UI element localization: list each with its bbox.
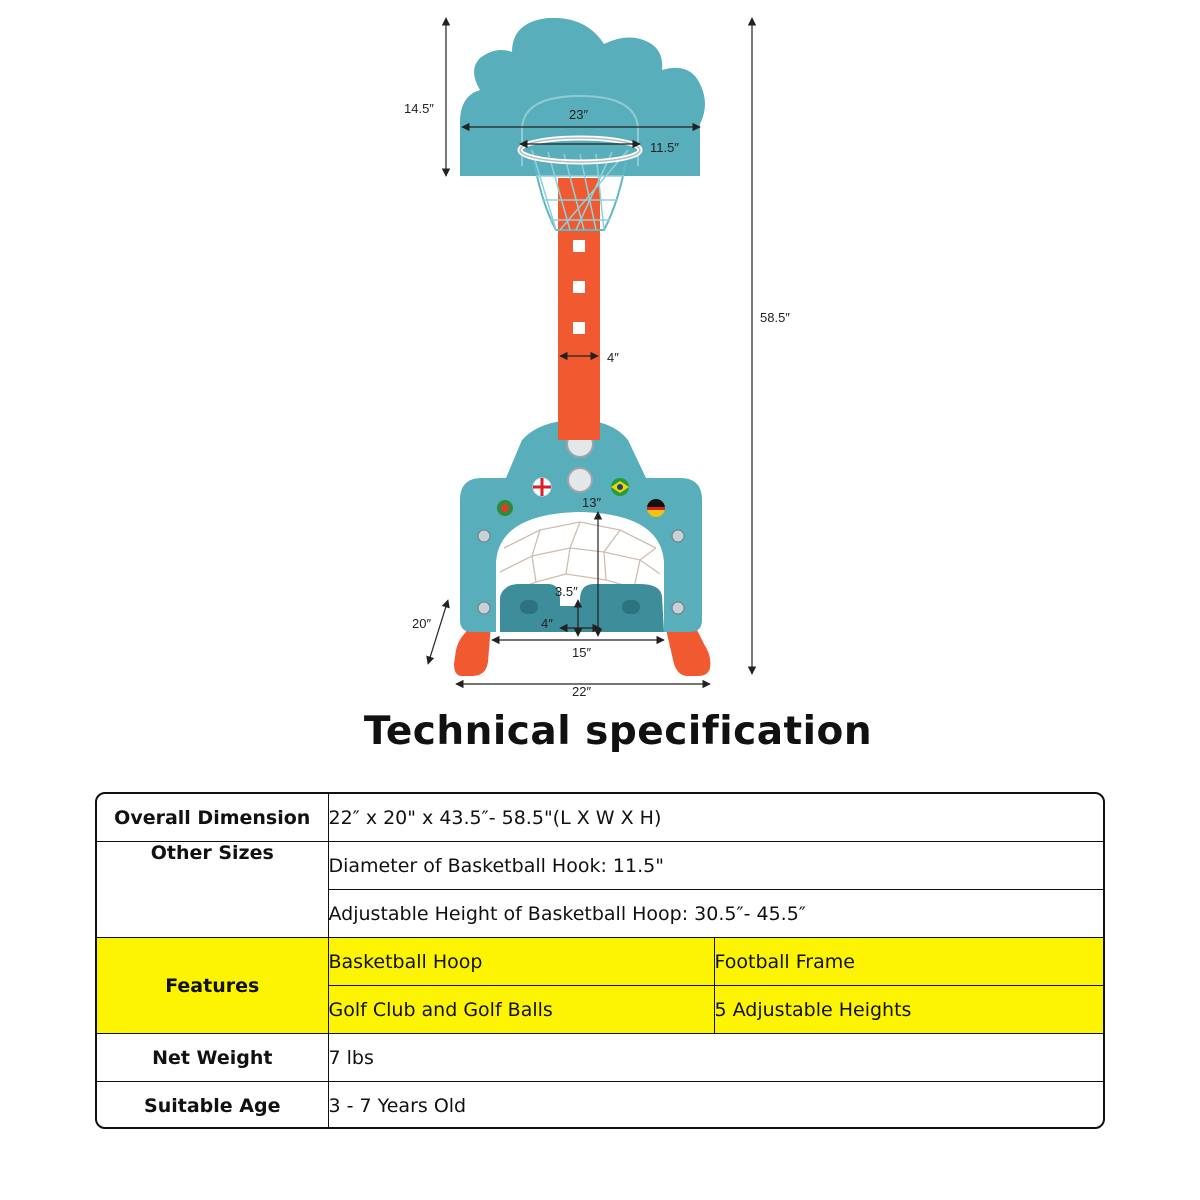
dim-depth: 20″ — [412, 616, 431, 631]
dim-goal-height: 13″ — [582, 495, 601, 510]
dim-total-height: 58.5″ — [760, 310, 790, 325]
net-weight-label: Net Weight — [97, 1033, 329, 1082]
feature-item: Golf Club and Golf Balls — [328, 985, 715, 1034]
overall-dimension-label: Overall Dimension — [97, 794, 329, 842]
feature-item: 5 Adjustable Heights — [713, 985, 1103, 1034]
feature-item: Basketball Hoop — [327, 937, 715, 986]
other-sizes-label: Other Sizes — [97, 841, 329, 938]
backboard — [460, 17, 705, 176]
football-goal — [460, 420, 702, 632]
table-row: Overall Dimension 22″ x 20" x 43.5″- 58.… — [97, 794, 1103, 842]
other-size-value: Adjustable Height of Basketball Hoop: 30… — [328, 889, 1103, 938]
dimension-lines — [426, 17, 757, 689]
table-row: Net Weight 7 lbs — [97, 1033, 1103, 1082]
suitable-age-label: Suitable Age — [97, 1081, 329, 1127]
feature-item: Football Frame — [713, 937, 1103, 986]
hoop — [517, 135, 643, 231]
table-row: Adjustable Height of Basketball Hoop: 30… — [97, 889, 1103, 938]
dim-goal-width: 15″ — [572, 645, 591, 660]
spec-table: Overall Dimension 22″ x 20" x 43.5″- 58.… — [95, 792, 1105, 1129]
suitable-age-value: 3 - 7 Years Old — [327, 1081, 1103, 1127]
dim-inner-height: 3.5″ — [555, 584, 578, 599]
dim-hoop-diameter: 11.5″ — [650, 140, 679, 155]
dim-inner-width: 4″ — [541, 616, 553, 631]
dim-pole-width: 4″ — [607, 350, 619, 365]
table-row: Golf Club and Golf Balls 5 Adjustable He… — [97, 985, 1103, 1034]
net-weight-value: 7 lbs — [327, 1033, 1103, 1082]
features-label: Features — [97, 937, 329, 1034]
page-title: Technical specification — [363, 709, 873, 754]
dim-backboard-width: 23″ — [569, 107, 588, 122]
table-row: Suitable Age 3 - 7 Years Old — [97, 1081, 1103, 1127]
dim-base-width: 22″ — [572, 684, 591, 699]
dim-backboard-height: 14.5″ — [404, 101, 434, 116]
overall-dimension-value: 22″ x 20" x 43.5″- 58.5"(L X W X H) — [327, 794, 1103, 842]
table-row: Other Sizes Diameter of Basketball Hook:… — [97, 841, 1103, 938]
pole — [558, 178, 600, 440]
product-diagram: 14.5″ 23″ 11.5″ 4″ 58.5″ 13″ 3.5″ 4″ 20″… — [404, 17, 790, 699]
other-size-value: Diameter of Basketball Hook: 11.5" — [327, 841, 1103, 890]
table-row: Features Basketball Hoop Football Frame — [97, 937, 1103, 1034]
